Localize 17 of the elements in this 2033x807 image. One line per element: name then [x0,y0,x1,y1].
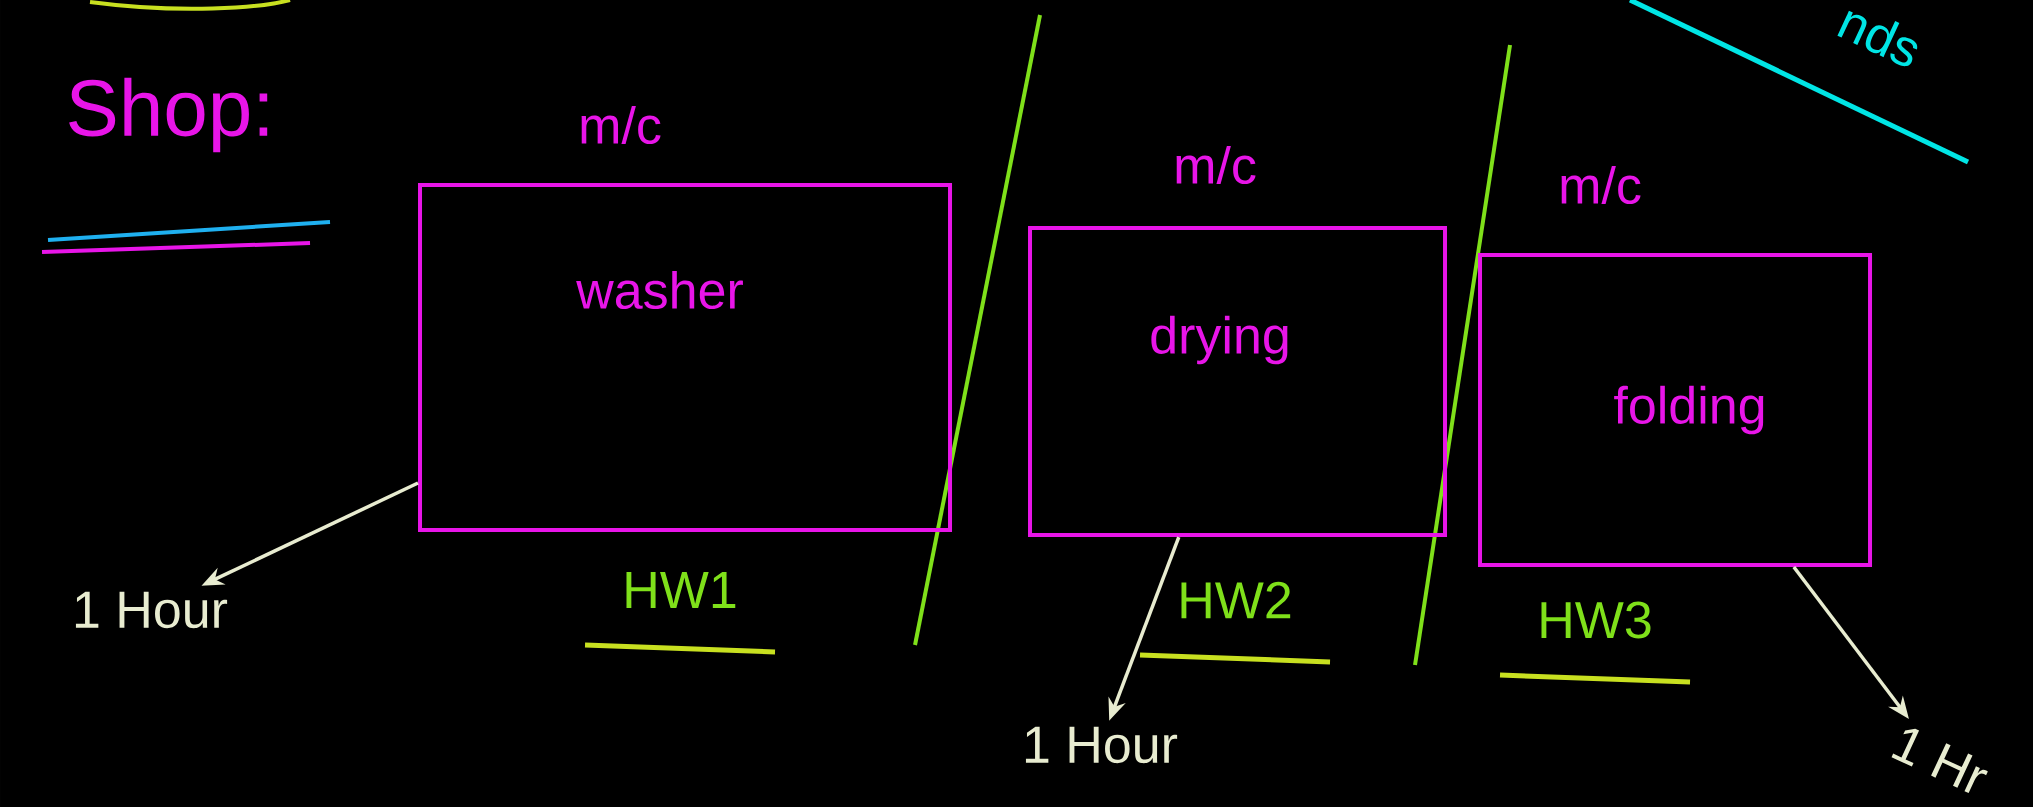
box-label: drying [1151,315,1288,365]
box-heading: m/c [1176,145,1256,185]
partial-word: nds [1837,10,1918,67]
box-label: washer [576,270,743,310]
box-label: folding [1614,385,1764,435]
box-heading: m/c [581,105,661,145]
duration-label: 1 Hr [1891,728,1988,794]
hardware-label: HW1 [626,572,736,608]
hardware-label: HW2 [1181,581,1291,619]
hardware-label: HW3 [1541,601,1651,639]
duration-label: 1 Hour [75,591,228,629]
duration-label: 1 Hour [1025,726,1178,764]
process-box [1478,253,1872,567]
title: Shop: [69,77,268,153]
process-box [1028,226,1447,537]
process-box [418,183,952,532]
box-heading: m/c [1561,165,1641,205]
